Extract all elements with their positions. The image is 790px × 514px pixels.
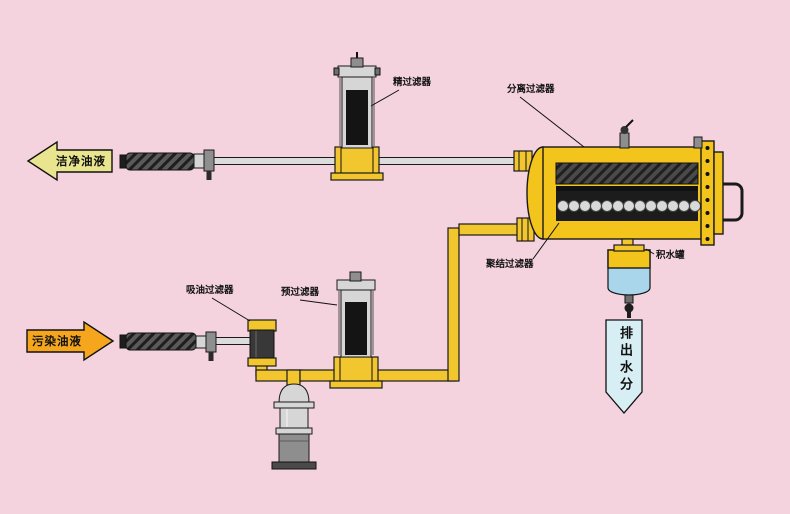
pump-motor [278, 433, 310, 463]
fine-filter-vent [350, 57, 364, 68]
suction-filter [247, 319, 277, 367]
label-pre-filter: 预过滤器 [281, 287, 320, 298]
discharge-water-label: 排出水分 [617, 326, 632, 394]
fine-filter-element [346, 90, 368, 145]
label-fine-filter: 精过滤器 [393, 77, 432, 88]
clean-oil-arrow-label: 洁净油液 [56, 154, 106, 168]
leader-lines [211, 89, 655, 322]
drain-fitting [624, 294, 634, 304]
drain-valve [624, 303, 634, 313]
pump-base [271, 461, 317, 470]
clean-oil-pipeline [119, 149, 533, 180]
flex-hose-top [125, 152, 195, 171]
coalescer-coils [557, 200, 701, 212]
label-coalescing-filter: 聚结过滤器 [486, 259, 534, 270]
separation-filter-tank [526, 119, 744, 246]
inline-valve-bottom [205, 331, 217, 353]
label-suction-filter: 吸油过滤器 [186, 285, 234, 296]
tank-vent-valve [619, 132, 630, 149]
dirty-oil-pipeline [119, 331, 255, 361]
label-separation-filter: 分离过滤器 [507, 84, 555, 95]
dirty-oil-arrow-label: 污染油液 [32, 334, 82, 348]
pump-dome [278, 383, 310, 404]
inline-valve-top [203, 149, 215, 172]
fine-filter [330, 52, 384, 181]
dirty-oil-arrow [26, 320, 115, 362]
flange-bolts [705, 146, 710, 241]
pump [271, 383, 317, 470]
separator-element [555, 162, 699, 185]
pre-filter-element [345, 302, 367, 355]
flex-hose-bottom [125, 332, 197, 351]
riser-pipe [447, 227, 460, 382]
pre-filter-vent [349, 271, 362, 282]
water-collection-tank [607, 238, 651, 318]
clean-oil-arrow [26, 140, 113, 182]
tank-top-fitting [693, 136, 703, 149]
label-water-tank: 积水罐 [656, 250, 685, 261]
tank-handle [723, 182, 744, 222]
process-piping [255, 217, 535, 386]
discharge-water-banner [605, 319, 643, 414]
pre-filter [329, 271, 383, 389]
tank-end-flange [700, 140, 715, 246]
